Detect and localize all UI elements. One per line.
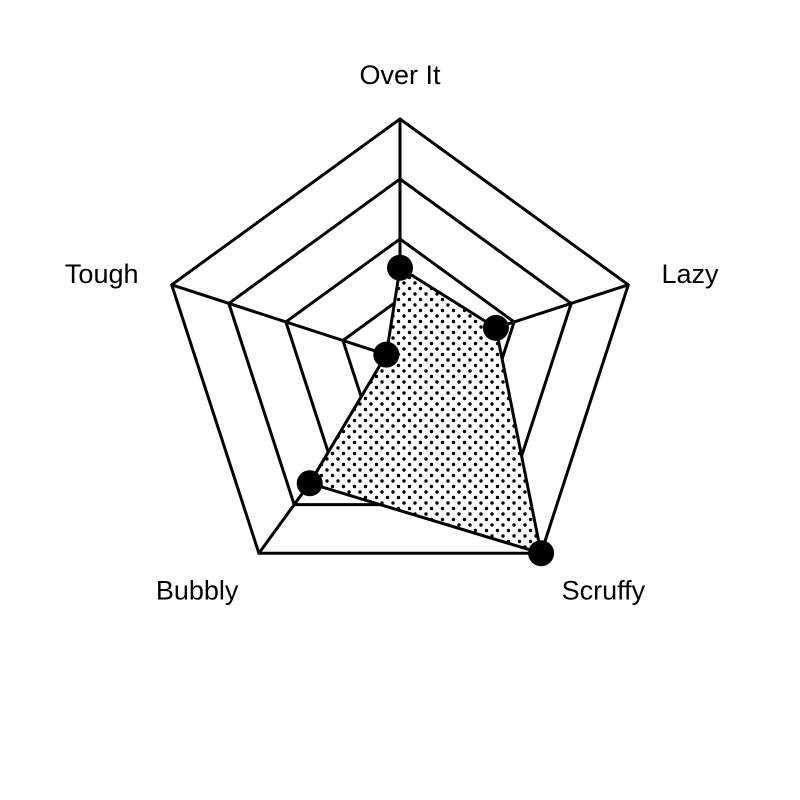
axis-label-over-it: Over It bbox=[359, 60, 441, 90]
radar-series bbox=[296, 254, 555, 567]
data-point-bubbly bbox=[296, 470, 323, 497]
data-point-scruffy bbox=[528, 540, 555, 567]
data-point-tough bbox=[373, 341, 400, 368]
series-area bbox=[307, 265, 544, 556]
data-point-over-it bbox=[387, 254, 413, 281]
axis-label-lazy: Lazy bbox=[662, 259, 720, 289]
axis-label-bubbly: Bubbly bbox=[156, 576, 239, 606]
data-point-lazy bbox=[482, 314, 509, 341]
axis-spoke-tough bbox=[171, 283, 401, 361]
grid-ring-4 bbox=[169, 117, 631, 555]
axis-label-tough: Tough bbox=[65, 259, 139, 289]
axis-label-scruffy: Scruffy bbox=[562, 576, 646, 606]
